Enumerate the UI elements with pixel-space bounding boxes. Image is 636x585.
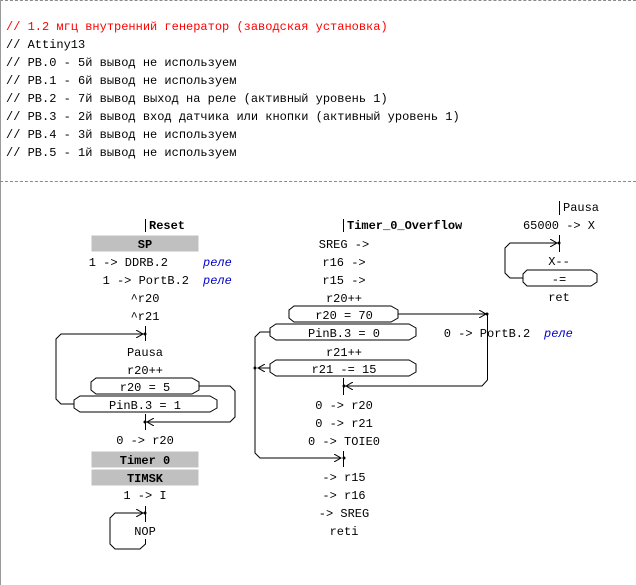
loop-back-arrow	[55, 334, 143, 405]
condition-r21-label: r21 -= 15	[312, 363, 377, 377]
condition-r20-eq-5[interactable]	[90, 377, 200, 395]
condition-pinb3-eq-1[interactable]	[73, 395, 218, 413]
skip-to-exit-arrow	[254, 331, 341, 458]
pop-r16-statement[interactable]: -> r16	[322, 489, 365, 503]
comment-line: // PB.2 - 7й вывод выход на реле (активн…	[6, 92, 388, 106]
clear-r21-statement[interactable]: ^r21	[131, 310, 160, 324]
nop-loop-arrow	[109, 513, 146, 550]
editor-left-border	[0, 0, 1, 585]
inc-r20-statement[interactable]: r20++	[127, 364, 163, 378]
junction-dot	[253, 366, 257, 370]
sp-block-label: SP	[138, 238, 152, 252]
clear-r20-statement[interactable]: ^r20	[131, 292, 160, 306]
return-arrow	[346, 379, 488, 386]
sp-block[interactable]	[90, 234, 200, 253]
junction-dot	[557, 241, 561, 245]
condition-not-equal[interactable]	[522, 269, 598, 287]
pausa-loop-arrow	[504, 243, 557, 279]
editor-top-border	[0, 0, 636, 1]
junction-dot	[143, 332, 147, 336]
ddrb-note: реле	[202, 256, 232, 270]
timer-overflow-flow: Timer_0_Overflow SREG -> r16 -> r15 -> r…	[253, 219, 573, 539]
zero-r20-statement[interactable]: 0 -> r20	[315, 399, 373, 413]
set-i-statement[interactable]: 1 -> I	[123, 489, 166, 503]
ret-statement[interactable]: ret	[548, 291, 570, 305]
reset-flow: Reset SP 1 -> DDRB.2 реле 1 -> PortB.2 р…	[55, 219, 236, 550]
portb-off-note: реле	[543, 327, 573, 341]
timer0-block[interactable]	[90, 450, 200, 469]
timer0-block-label: Timer 0	[120, 454, 170, 468]
comment-line: // Attiny13	[6, 38, 86, 52]
condition-r20-label: r20 = 70	[315, 309, 373, 323]
portb-off-statement[interactable]: 0 -> PortB.2	[444, 327, 530, 341]
comment-line: // PB.0 - 5й вывод не используем	[6, 56, 237, 70]
zero-r20-statement[interactable]: 0 -> r20	[116, 434, 174, 448]
portb-statement[interactable]: 1 -> PortB.2	[103, 274, 189, 288]
push-r16-statement[interactable]: r16 ->	[322, 256, 365, 270]
pop-sreg-statement[interactable]: -> SREG	[319, 507, 369, 521]
condition-pinb3-eq-0[interactable]	[269, 323, 417, 341]
dec-x-statement[interactable]: X--	[548, 255, 570, 269]
timsk-block-label: TIMSK	[127, 472, 164, 486]
timsk-block[interactable]	[90, 468, 200, 487]
header-comments: // 1.2 мгц внутренний генератор (заводск…	[6, 18, 460, 162]
pausa-call-statement[interactable]: Pausa	[127, 346, 163, 360]
condition-r20-label: r20 = 5	[120, 381, 170, 395]
nop-statement[interactable]: NOP	[134, 525, 156, 539]
inc-r20-statement[interactable]: r20++	[326, 292, 362, 306]
condition-r20-eq-70[interactable]	[288, 305, 399, 323]
junction-dot	[342, 456, 346, 460]
condition-label: -=	[552, 273, 566, 287]
junction-dot	[143, 511, 147, 515]
push-r15-statement[interactable]: r15 ->	[322, 274, 365, 288]
condition-pinb-label: PinB.3 = 0	[308, 327, 380, 341]
comment-line: // PB.5 - 1й вывод не используем	[6, 146, 237, 160]
zero-toie0-statement[interactable]: 0 -> TOIE0	[308, 435, 380, 449]
zero-r21-statement[interactable]: 0 -> r21	[315, 417, 373, 431]
comment-line: // 1.2 мгц внутренний генератор (заводск…	[6, 20, 388, 34]
load-x-statement[interactable]: 65000 -> X	[523, 219, 595, 233]
inc-r21-statement[interactable]: r21++	[326, 346, 362, 360]
comment-line: // PB.3 - 2й вывод вход датчика или кноп…	[6, 110, 460, 124]
ddrb-statement[interactable]: 1 -> DDRB.2	[89, 256, 168, 270]
junction-dot	[143, 420, 147, 424]
portb-note: реле	[202, 274, 232, 288]
push-sreg-statement[interactable]: SREG ->	[319, 238, 369, 252]
pausa-flow: Pausa 65000 -> X X-- -= ret	[504, 201, 599, 305]
reset-title[interactable]: Reset	[149, 219, 185, 233]
pausa-title[interactable]: Pausa	[563, 201, 599, 215]
section-separator	[0, 181, 636, 182]
junction-dot	[342, 384, 346, 388]
junction-dot	[485, 312, 489, 316]
condition-pinb-label: PinB.3 = 1	[109, 399, 181, 413]
reti-statement[interactable]: reti	[330, 525, 359, 539]
comment-line: // PB.4 - 3й вывод не используем	[6, 128, 237, 142]
comment-line: // PB.1 - 6й вывод не используем	[6, 74, 237, 88]
condition-r21-sub-15[interactable]	[269, 359, 417, 377]
pop-r15-statement[interactable]: -> r15	[322, 471, 365, 485]
skip-arrow	[147, 385, 236, 422]
timer-overflow-title[interactable]: Timer_0_Overflow	[347, 219, 463, 233]
